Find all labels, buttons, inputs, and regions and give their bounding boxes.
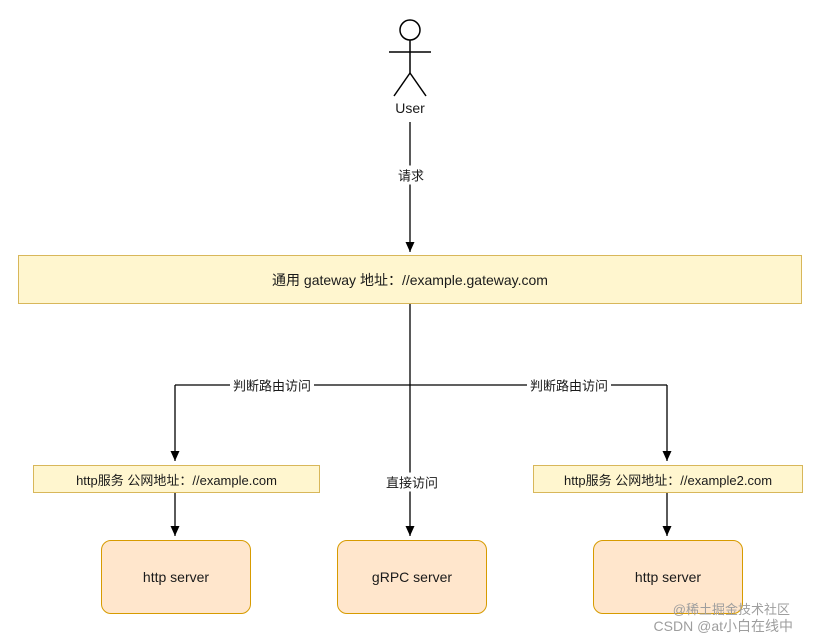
grpc-server-label: gRPC server: [371, 569, 453, 585]
edge-label-direct: 直接访问: [382, 472, 442, 492]
http-service-right-label: http服务 公网地址：//example2.com: [563, 472, 773, 488]
http-service-left-label: http服务 公网地址：//example.com: [76, 472, 277, 488]
actor-label: User: [395, 100, 425, 116]
http-service-right-node: http服务 公网地址：//example2.com: [533, 465, 803, 493]
edge-label-route-right: 判断路由访问: [526, 375, 612, 395]
gateway-node: 通用 gateway 地址：//example.gateway.com: [18, 255, 802, 304]
watermark-csdn: CSDN @at小白在线中: [653, 618, 793, 634]
edge-label-request: 请求: [394, 165, 428, 185]
http-server-left-node: http server: [101, 540, 251, 614]
user-actor-icon: [389, 19, 431, 97]
http-server-left-label: http server: [142, 569, 210, 585]
edge-label-route-left: 判断路由访问: [229, 375, 315, 395]
actor-head: [399, 19, 421, 41]
http-server-right-node: http server: [593, 540, 743, 614]
http-service-left-node: http服务 公网地址：//example.com: [33, 465, 320, 493]
actor-leg-left: [393, 72, 411, 97]
gateway-label: 通用 gateway 地址：//example.gateway.com: [272, 271, 548, 288]
http-server-right-label: http server: [634, 569, 702, 585]
grpc-server-node: gRPC server: [337, 540, 487, 614]
watermark-juejin: @稀土掘金技术社区: [672, 602, 790, 617]
actor-leg-right: [409, 72, 427, 97]
